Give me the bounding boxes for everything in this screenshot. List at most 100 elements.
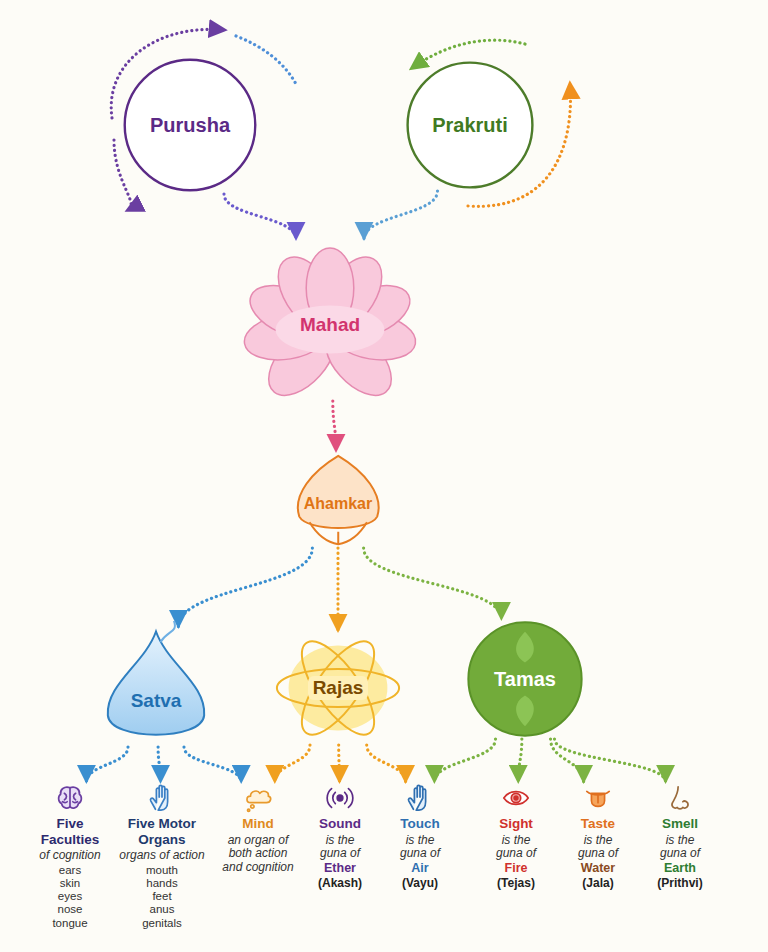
atom-node: Rajas — [273, 632, 403, 744]
drop-body — [108, 632, 205, 735]
item-list: ears skin eyes nose tongue — [52, 864, 87, 930]
item-sub: is the guna of — [488, 834, 544, 862]
ring-outline — [408, 63, 533, 188]
item-title: Smell — [662, 816, 698, 832]
item-sub: is the guna of — [570, 834, 626, 862]
icon-stroke — [514, 796, 518, 800]
item-icon — [582, 783, 614, 813]
concept-circle: Prakruti — [405, 60, 535, 190]
atom-glow — [289, 645, 388, 730]
atom-orbit — [277, 669, 399, 707]
connector-arrow — [367, 745, 406, 782]
atom-orbit — [288, 633, 387, 743]
item-elem: Earth — [664, 861, 696, 876]
connector-arrow — [555, 739, 666, 782]
item-title: Sound — [319, 816, 361, 832]
drop-node: Satva — [100, 628, 212, 746]
connector-arrow — [333, 401, 336, 451]
item-sub: of cognition — [39, 849, 100, 863]
connector-arrow — [184, 747, 241, 782]
icon-stroke — [409, 785, 426, 810]
shape-outline — [100, 628, 212, 746]
lotus-center — [276, 306, 385, 354]
item-icon — [500, 783, 532, 813]
node-label: Ahamkar — [299, 493, 377, 514]
node-label: Purusha — [145, 112, 235, 138]
node-label: Rajas — [308, 676, 369, 701]
icon-stroke — [248, 805, 255, 812]
connector-arrow — [518, 739, 522, 782]
cycle-arrows — [111, 29, 570, 210]
item-title: Taste — [581, 816, 615, 832]
item-icon — [324, 783, 356, 813]
disc-fill — [468, 622, 581, 735]
sense-item: Touch is the guna ofAir(Vayu) — [384, 783, 456, 891]
guna-circle: Tamas — [466, 620, 584, 738]
item-title: Mind — [242, 816, 274, 832]
item-paren: (Tejas) — [497, 876, 535, 890]
item-title: Five Motor Organs — [114, 816, 210, 847]
icon-stroke — [504, 792, 528, 805]
node-label: Prakruti — [427, 112, 513, 138]
item-elem: Air — [411, 861, 428, 876]
connector-arrow — [86, 747, 128, 782]
icon-stroke — [151, 785, 168, 810]
icon-stroke — [247, 791, 271, 803]
icon-stroke — [337, 795, 343, 801]
connector-arrow — [178, 548, 312, 627]
node-label: Tamas — [489, 666, 561, 692]
connector-arrow — [551, 739, 584, 782]
connector-arrow — [337, 745, 341, 782]
connector-arrow — [364, 191, 438, 239]
item-icon — [664, 783, 696, 813]
item-elem: Water — [581, 861, 615, 876]
item-elem: Fire — [505, 861, 528, 876]
item-sub: an organ of both action and cognition — [221, 834, 295, 875]
connector-arrow — [275, 745, 310, 782]
faculty-item: Five Motor Organsorgans of actionmouth h… — [114, 783, 210, 930]
bud-node: Ahamkar — [287, 452, 389, 547]
item-list: mouth hands feet anus genitals — [142, 864, 182, 930]
bud-sepal — [309, 522, 366, 544]
node-label: Satva — [126, 689, 187, 714]
item-sub: is the guna of — [312, 834, 368, 862]
item-paren: (Vayu) — [402, 876, 438, 890]
item-icon — [404, 783, 436, 813]
item-paren: (Jala) — [582, 876, 613, 890]
item-icon — [242, 783, 274, 813]
bud-body — [298, 456, 379, 528]
ring-outline — [125, 60, 256, 191]
icon-stroke — [63, 788, 78, 807]
icon-stroke — [59, 787, 82, 808]
connector-arrow — [364, 548, 502, 619]
mind-item: Mind an organ of both action and cognitio… — [216, 783, 300, 875]
sense-item: Taste is the guna ofWater(Jala) — [562, 783, 634, 891]
item-icon — [146, 783, 178, 813]
connector-arrow — [336, 548, 339, 631]
cycle-arc — [114, 140, 131, 210]
connector-arrow — [434, 739, 495, 782]
item-paren: (Prithvi) — [657, 876, 702, 890]
faculty-item: Five Faculties of cognitionears skin eyes… — [29, 783, 111, 930]
drop-wisp — [160, 621, 174, 642]
item-elem: Ether — [324, 861, 356, 876]
item-title: Sight — [499, 816, 533, 832]
item-icon — [54, 783, 86, 813]
icon-stroke — [327, 789, 353, 808]
node-label: Mahad — [295, 313, 365, 338]
item-sub: is the guna of — [392, 834, 448, 862]
icon-stroke — [587, 791, 610, 802]
item-title: Touch — [400, 816, 440, 832]
sense-item: Sound is the guna ofEther(Akash) — [304, 783, 376, 891]
connector-arrow — [158, 747, 160, 782]
concept-circle: Purusha — [122, 57, 258, 193]
item-title: Five Faculties — [29, 816, 111, 847]
connector-arrow — [224, 194, 296, 239]
sense-item: Smellis the guna ofEarth(Prithvi) — [644, 783, 716, 891]
icon-stroke — [511, 793, 520, 802]
sense-item: Sight is the guna ofFire(Tejas) — [480, 783, 552, 891]
item-paren: (Akash) — [318, 876, 362, 890]
